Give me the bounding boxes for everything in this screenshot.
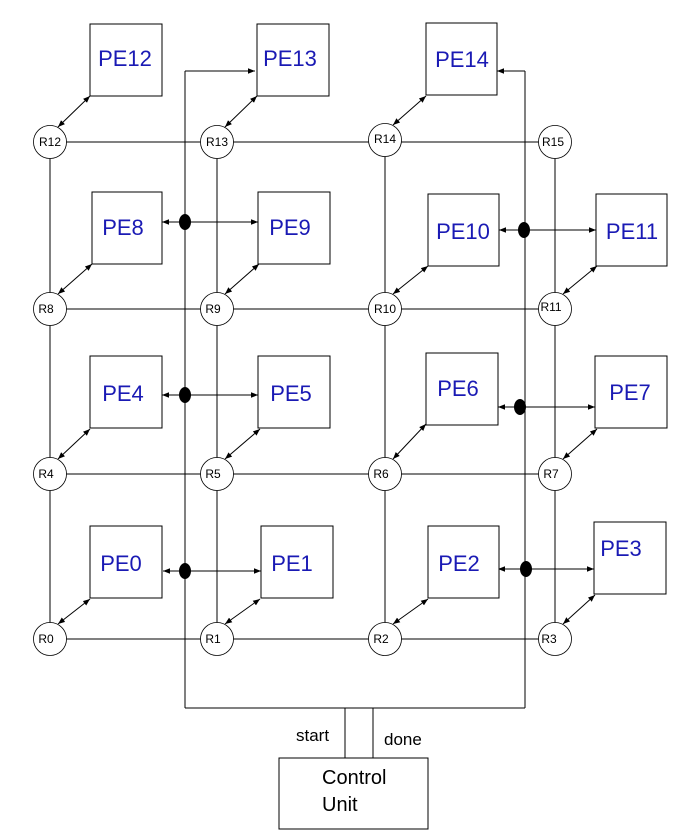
router-node-8: R8 (33, 292, 67, 326)
router-label: R4 (38, 467, 54, 481)
pe-node-0: PE0 (89, 525, 163, 599)
router-node-7: R7 (538, 457, 572, 491)
pe-label: PE12 (98, 46, 152, 71)
pe-node-14: PE14 (425, 22, 498, 96)
router-node-14: R14 (368, 123, 402, 157)
pe-node-12: PE12 (89, 23, 163, 97)
link-pe5-r5 (224, 428, 261, 460)
control-unit-line1: Control (322, 767, 386, 789)
router-node-9: R9 (200, 292, 234, 326)
processing-elements: PE0 PE1 PE2 PE3 PE4 PE5 PE6 PE7 PE8 PE9 … (89, 22, 668, 599)
pe-label: PE4 (102, 381, 144, 406)
link-pe8-r8 (57, 263, 93, 295)
router-label: R14 (374, 132, 396, 146)
link-pe4-r4 (57, 428, 91, 460)
junction-dot (179, 387, 191, 403)
routers: R0 R1 R2 R3 R4 R5 R6 R7 R8 R9 R10 R11 R1… (33, 123, 572, 656)
pe-label: PE5 (270, 381, 312, 406)
junction-dot (179, 214, 191, 230)
link-pe11-r11 (562, 265, 598, 295)
link-pe9-r9 (224, 263, 260, 295)
pe-label: PE8 (102, 215, 144, 240)
pe-label: PE10 (436, 219, 490, 244)
link-pe12-r12 (57, 95, 91, 128)
pe-node-10: PE10 (427, 193, 500, 267)
router-label: R5 (205, 467, 221, 481)
mesh-links (49, 141, 556, 640)
pe-node-4: PE4 (89, 355, 163, 429)
router-label: R11 (540, 300, 561, 314)
router-label: R8 (38, 302, 54, 316)
router-node-2: R2 (368, 622, 402, 656)
router-node-5: R5 (200, 457, 234, 491)
router-label: R12 (39, 135, 61, 149)
router-label: R13 (206, 135, 228, 149)
control-unit-line2: Unit (322, 794, 358, 816)
link-pe6-r6 (392, 423, 427, 460)
router-label: R3 (541, 632, 557, 646)
router-node-0: R0 (33, 622, 67, 656)
junction-dot (179, 563, 191, 579)
link-pe13-r13 (224, 95, 258, 128)
pe-node-5: PE5 (257, 355, 331, 429)
router-node-10: R10 (368, 292, 402, 326)
junction-dot (518, 222, 530, 238)
link-pe3-r3 (562, 594, 596, 625)
pe-label: PE14 (435, 47, 489, 72)
pe-router-links (57, 95, 598, 625)
router-label: R10 (374, 302, 396, 316)
router-label: R0 (38, 632, 54, 646)
pe-node-1: PE1 (260, 525, 334, 599)
link-pe2-r2 (392, 598, 429, 625)
pe-node-9: PE9 (257, 191, 331, 265)
router-node-11: R11 (538, 292, 572, 326)
pe-node-7: PE7 (594, 355, 668, 429)
router-node-6: R6 (368, 457, 402, 491)
pe-label: PE11 (606, 219, 658, 244)
control-unit: Control Unit (278, 757, 429, 830)
pe-node-6: PE6 (425, 352, 499, 426)
router-label: R7 (543, 467, 559, 481)
link-pe1-r1 (224, 598, 261, 625)
router-label: R2 (373, 632, 389, 646)
router-node-3: R3 (538, 622, 572, 656)
router-node-15: R15 (538, 125, 572, 159)
router-node-4: R4 (33, 457, 67, 491)
pe-pair-links (162, 214, 596, 579)
pe-label: PE7 (609, 380, 651, 405)
pe-label: PE13 (263, 46, 317, 71)
link-pe0-r0 (57, 598, 91, 625)
pe-label: PE1 (271, 551, 313, 576)
link-pe10-r10 (392, 265, 429, 295)
router-label: R6 (373, 467, 389, 481)
pe-node-13: PE13 (256, 23, 330, 97)
pe-label: PE0 (100, 551, 142, 576)
router-node-12: R12 (33, 125, 67, 159)
pe-node-8: PE8 (91, 191, 163, 265)
pe-label: PE3 (600, 536, 642, 561)
done-label: done (384, 730, 422, 749)
pe-label: PE9 (269, 215, 311, 240)
pe-label: PE2 (438, 551, 480, 576)
router-label: R9 (205, 302, 221, 316)
pe-label: PE6 (437, 376, 479, 401)
router-label: R1 (205, 632, 221, 646)
router-label: R15 (542, 135, 564, 149)
junction-dot (514, 399, 526, 415)
link-pe14-r14 (392, 95, 427, 126)
router-node-13: R13 (200, 125, 234, 159)
router-node-1: R1 (200, 622, 234, 656)
pe-node-11: PE11 (595, 193, 668, 267)
control-unit-box (278, 757, 429, 830)
start-label: start (296, 726, 329, 745)
link-pe7-r7 (562, 428, 598, 460)
pe-node-2: PE2 (427, 525, 500, 599)
pe-node-3: PE3 (593, 521, 667, 595)
junction-dot (520, 561, 532, 577)
